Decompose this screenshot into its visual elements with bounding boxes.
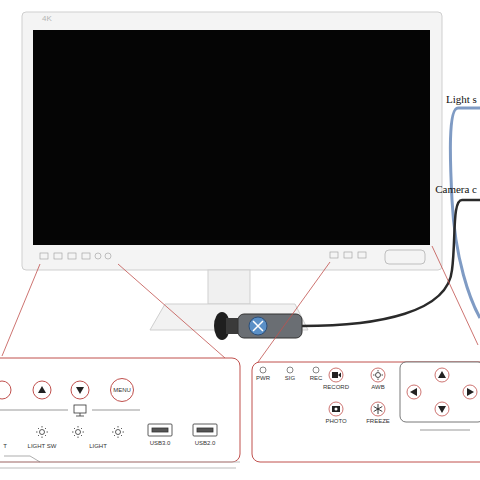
menu-button: MENU — [110, 378, 134, 402]
button-label: FREEZE — [366, 418, 390, 425]
button-label: RECORD — [323, 384, 349, 391]
button-label: LIGHT SW — [28, 443, 57, 450]
button-label: PHOTO — [325, 418, 346, 425]
monitor-neck — [208, 270, 250, 304]
zoom-lines — [2, 246, 478, 362]
monitor-screen — [33, 30, 430, 245]
bezel-buttons — [40, 250, 425, 264]
right-button-panel — [252, 362, 480, 462]
indicator-label: PWR — [256, 375, 270, 382]
button-text: MENU — [113, 387, 131, 393]
indicator-label: REC — [310, 375, 323, 382]
indicator-label: SIG — [285, 375, 295, 382]
model-mark: 4K — [42, 15, 52, 24]
button-label: AWB — [371, 384, 384, 391]
camera-head — [214, 312, 302, 340]
port-label: USB3.0 — [150, 440, 171, 447]
port-label: USB2.0 — [195, 440, 216, 447]
button-label: T — [3, 443, 7, 450]
camera-cable — [302, 200, 480, 326]
monitor-bezel — [22, 12, 442, 270]
cable-label: Camera c — [435, 183, 477, 195]
button-label: LIGHT — [89, 443, 107, 450]
left-button-panel — [0, 358, 240, 468]
cable-label: Light s — [446, 93, 477, 105]
